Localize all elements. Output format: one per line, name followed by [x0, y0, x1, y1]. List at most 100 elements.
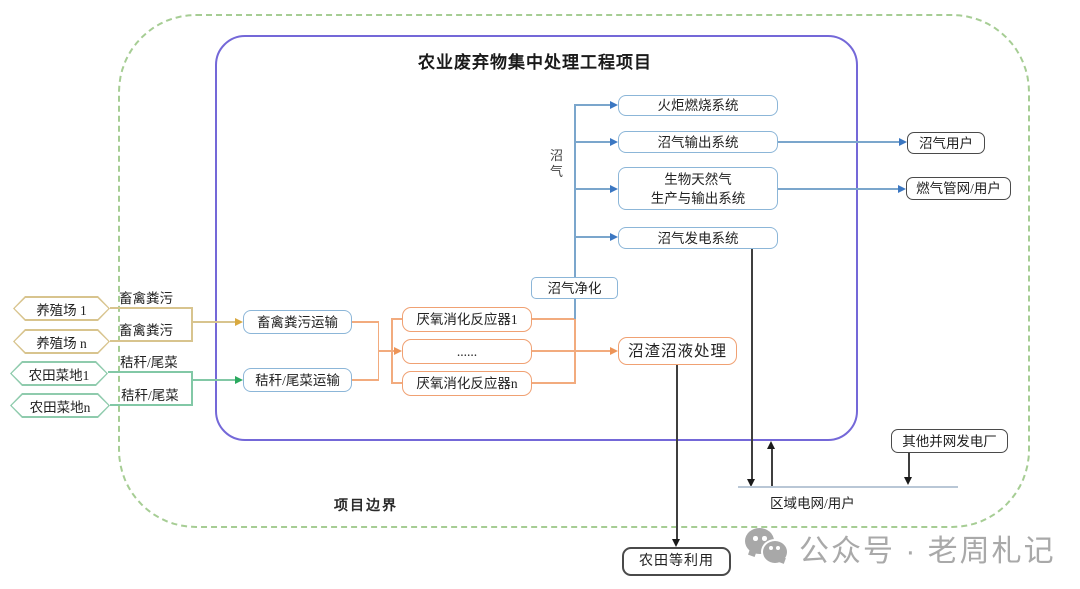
node-label: 沼气发电系统 [657, 230, 739, 246]
flow-line [532, 382, 575, 384]
flow-line [778, 141, 899, 143]
node-label-line2: 生产与输出系统 [650, 190, 746, 206]
node-reactor-1: 厌氧消化反应器1 [402, 307, 532, 332]
node-label: 火炬燃烧系统 [657, 98, 739, 113]
node-label-line1: 生物天然气 [664, 171, 732, 187]
node-label: 农田等利用 [639, 554, 714, 569]
arrow-icon [672, 539, 680, 547]
node-straw-transport: 秸秆/尾菜运输 [243, 368, 352, 392]
flow-line [191, 379, 235, 381]
flow-line [191, 321, 235, 323]
flow-line [391, 318, 393, 384]
flow-line [778, 188, 898, 190]
flow-line [191, 307, 193, 342]
node-label: 厌氧消化反应器1 [416, 312, 518, 327]
node-label: 畜禽粪污运输 [257, 314, 338, 330]
arrow-icon [610, 232, 618, 241]
flow-line [191, 371, 193, 406]
node-label: 沼渣沼液处理 [627, 342, 727, 360]
flow-label-manure-1: 畜禽粪污 [119, 291, 173, 306]
label-project-boundary: 项目边界 [334, 499, 398, 514]
node-label: ...... [456, 344, 478, 359]
node-label: 燃气管网/用户 [916, 181, 1001, 196]
arrow-icon [394, 346, 402, 355]
node-label: 沼气净化 [547, 280, 602, 296]
arrow-icon [235, 317, 243, 326]
flow-line [352, 379, 379, 381]
label-biogas: 沼气 [550, 148, 564, 179]
node-biogas-purification: 沼气净化 [531, 277, 618, 299]
flow-line [574, 188, 610, 190]
flow-line [532, 350, 610, 352]
node-label: 秸秆/尾菜运输 [255, 372, 340, 388]
arrow-icon [899, 137, 907, 146]
node-other-power-plants: 其他并网发电厂 [891, 429, 1008, 453]
wechat-bubble-small [761, 539, 789, 565]
node-gas-grid-users: 燃气管网/用户 [906, 177, 1011, 200]
flow-line [574, 298, 576, 319]
arrow-icon [767, 441, 775, 449]
node-flare-system: 火炬燃烧系统 [618, 95, 778, 116]
flow-line [532, 318, 575, 320]
wechat-eye [762, 536, 767, 541]
source-label: 农田菜地1 [28, 367, 90, 383]
node-manure-transport: 畜禽粪污运输 [243, 310, 352, 334]
node-biogas-output-system: 沼气输出系统 [618, 131, 778, 153]
flow-line [108, 371, 191, 373]
node-bio-natural-gas-system: 生物天然气 生产与输出系统 [618, 167, 778, 210]
project-inner-border [215, 35, 858, 441]
source-farm-n: 养殖场 n [13, 329, 110, 354]
project-boundary-dashed-border [118, 14, 1030, 528]
label-regional-grid-users: 区域电网/用户 [770, 496, 855, 511]
flow-line [352, 321, 379, 323]
hexagon-fill [15, 298, 109, 320]
arrow-icon [610, 346, 618, 355]
node-label: 沼气输出系统 [657, 134, 739, 150]
node-label: 其他并网发电厂 [902, 433, 997, 449]
flow-line [574, 236, 610, 238]
wechat-eye [776, 546, 780, 550]
hexagon-fill [12, 395, 109, 417]
flow-line [771, 448, 773, 487]
flow-label-straw-2: 秸秆/尾菜 [121, 388, 179, 403]
hexagon-fill [12, 363, 107, 385]
arrow-icon [610, 184, 618, 193]
arrow-icon [610, 100, 618, 109]
wechat-bubble-tail [748, 548, 757, 557]
flow-line [751, 248, 753, 480]
arrow-icon [898, 184, 906, 193]
flow-line [110, 340, 191, 342]
grid-bus-line [738, 486, 958, 488]
node-biogas-power-system: 沼气发电系统 [618, 227, 778, 249]
node-residue-treatment: 沼渣沼液处理 [618, 337, 737, 365]
flow-line [391, 382, 402, 384]
flow-line [377, 350, 395, 352]
arrow-icon [747, 479, 755, 487]
node-label: 沼气用户 [919, 135, 973, 151]
arrow-icon [904, 477, 912, 485]
watermark-text: 公众号 · 老周札记 [799, 535, 1056, 568]
wechat-eye [753, 536, 758, 541]
arrow-icon [235, 375, 243, 384]
node-reactor-ellipsis: ...... [402, 339, 532, 364]
flow-line [908, 453, 910, 478]
node-reactor-n: 厌氧消化反应器n [402, 371, 532, 396]
source-label: 农田菜地n [29, 399, 91, 415]
hexagon-fill [15, 331, 109, 353]
flow-line [676, 365, 678, 540]
flow-line [110, 404, 191, 406]
diagram-title: 农业废弃物集中处理工程项目 [418, 53, 652, 72]
arrow-icon [610, 137, 618, 146]
node-farmland-use: 农田等利用 [622, 547, 731, 576]
source-field-1: 农田菜地1 [10, 361, 108, 386]
node-label: 厌氧消化反应器n [416, 376, 518, 391]
flow-line [574, 141, 610, 143]
node-biogas-users: 沼气用户 [907, 132, 985, 154]
biogas-trunk-line [574, 105, 576, 279]
flow-line [391, 318, 402, 320]
flow-line [574, 104, 610, 106]
flow-label-manure-2: 畜禽粪污 [119, 323, 173, 338]
wechat-eye [769, 546, 773, 550]
source-label: 养殖场 n [36, 335, 87, 351]
